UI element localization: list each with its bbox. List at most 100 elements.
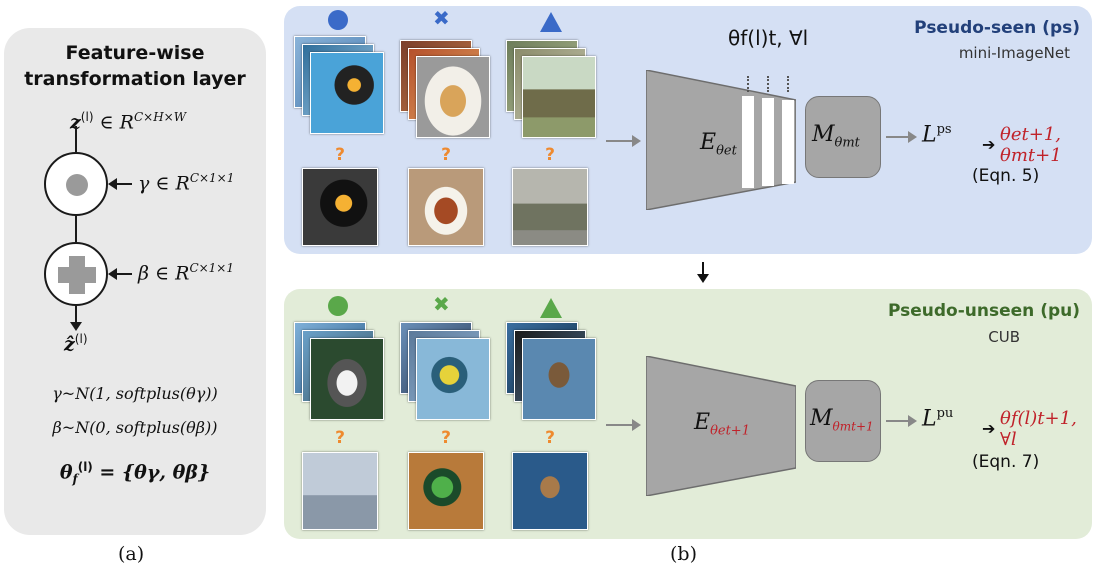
- query-mark: ?: [545, 428, 555, 448]
- ps-encoder-e: E: [700, 130, 717, 155]
- ps-encoder-trapezoid: [646, 70, 796, 210]
- caption-b: (b): [670, 543, 697, 565]
- ps-film-layer: [742, 96, 754, 188]
- pu-input-arrow: [606, 424, 634, 426]
- pu-encoder-sub: θet+1: [710, 423, 750, 439]
- toucan-image: [310, 52, 384, 134]
- pu-input-arrow-head-icon: [632, 419, 641, 431]
- grebe-image: [522, 338, 596, 420]
- gamma-arrow-head-icon: [108, 178, 117, 190]
- gamma-dist-text: γ~N(1, softplus(θγ)): [52, 384, 218, 403]
- pu-metric-arrow-head-icon: [908, 415, 917, 427]
- ps-loss-l: L: [922, 122, 937, 148]
- theta-f-sup: (l): [77, 460, 93, 474]
- circle-class-icon: [328, 296, 348, 316]
- cross-class-icon: ✖: [433, 6, 450, 30]
- circle-class-icon: [328, 10, 348, 30]
- ps-metric-arrow-head-icon: [908, 131, 917, 143]
- ps-loss-sup: ps: [936, 122, 952, 137]
- ps-metric-label: Mθmt: [812, 122, 860, 150]
- ps-title: Pseudo-seen (ps): [914, 18, 1080, 38]
- albatross-image: [310, 338, 384, 420]
- ps-update-params: θet+1, θmt+1: [1000, 124, 1062, 166]
- ps-encoder-shape: [646, 70, 796, 210]
- pu-subtitle: CUB: [988, 328, 1020, 346]
- gamma-text: γ ∈ R: [138, 172, 190, 195]
- input-space: ∈ R: [99, 111, 134, 134]
- theta-f-sub: f: [72, 472, 78, 487]
- gamma-sup: C×1×1: [189, 171, 235, 185]
- ps-encoder-sub: θet: [716, 143, 737, 159]
- theta-f-definition: θf(l) = {θγ, θβ}: [4, 460, 266, 486]
- ps-metric-module: [805, 96, 881, 178]
- output-feature-label: ẑ(l): [64, 332, 88, 355]
- multiply-dot-icon: [66, 174, 88, 196]
- output-z-symbol: ẑ: [64, 333, 75, 356]
- gamma-arrow: [112, 183, 132, 185]
- ps-input-arrow: [606, 140, 634, 142]
- input-space-sup: C×H×W: [133, 110, 187, 124]
- theta-f-symbol: θ: [59, 461, 73, 484]
- panel-a-title: Feature-wise transformation layer: [4, 40, 266, 92]
- input-z-sup: (l): [80, 110, 94, 124]
- ps-metric-m: M: [812, 122, 835, 147]
- query-mark: ?: [545, 145, 555, 165]
- pu-metric-m: M: [810, 406, 833, 431]
- pu-metric-module: [805, 380, 881, 462]
- ps-metric-arrow: [886, 136, 910, 138]
- panel-a-title-line1: Feature-wise: [65, 42, 205, 64]
- ps-support-stack-3: [506, 40, 596, 140]
- query-soup-image: [408, 168, 484, 246]
- output-arrow-icon: [70, 322, 82, 331]
- ps-input-arrow-head-icon: [632, 135, 641, 147]
- flow-line-3: [75, 306, 77, 324]
- pu-encoder-trapezoid: [646, 356, 796, 496]
- query-mark: ?: [441, 428, 451, 448]
- pu-metric-sub: θmt+1: [832, 419, 874, 434]
- beta-arrow-head-icon: [108, 268, 117, 280]
- beta-label: β ∈ RC×1×1: [138, 261, 234, 284]
- beta-distribution: β~N(0, softplus(θβ)): [4, 418, 266, 437]
- ps-film-layer: [782, 100, 794, 184]
- pu-encoder-e: E: [694, 410, 711, 435]
- ps-film-layer: [762, 98, 774, 186]
- ps-subtitle: mini-ImageNet: [958, 44, 1070, 62]
- input-z-symbol: z: [70, 111, 81, 134]
- pu-metric-arrow: [886, 420, 910, 422]
- multiply-node: [44, 152, 108, 216]
- theta-f-rhs: = {θγ, θβ}: [99, 461, 211, 484]
- ps-loss: Lps: [922, 122, 952, 147]
- pu-metric-label: Mθmt+1: [810, 406, 874, 433]
- beta-dist-text: β~N(0, softplus(θβ)): [52, 418, 218, 437]
- feature-transform-panel: Feature-wise transformation layer z(l) ∈…: [4, 28, 266, 535]
- query-mark: ?: [335, 428, 345, 448]
- query-mark: ?: [335, 145, 345, 165]
- ps-update-arrow-icon: ➔: [982, 135, 996, 154]
- pu-title: Pseudo-unseen (pu): [887, 301, 1080, 321]
- cross-class-icon: ✖: [433, 292, 450, 316]
- input-feature-label: z(l) ∈ RC×H×W: [70, 110, 186, 133]
- caption-a: (a): [118, 543, 145, 565]
- pu-update-params: θf(l)t+1, ∀l: [1000, 408, 1077, 450]
- gamma-label: γ ∈ RC×1×1: [138, 171, 234, 194]
- dish-image: [416, 56, 490, 138]
- pu-support-stack-1: [294, 322, 384, 422]
- pu-eqn-ref: (Eqn. 7): [972, 452, 1040, 472]
- jay-image: [416, 338, 490, 420]
- plus-icon-h: [58, 267, 96, 283]
- pu-support-stack-2: [400, 322, 490, 422]
- query-toucan-image: [302, 168, 378, 246]
- triangle-class-icon: [540, 298, 562, 318]
- ps-theta-arrow: [787, 76, 789, 92]
- flow-line-2: [75, 216, 77, 242]
- query-jay-image: [408, 452, 484, 530]
- ps-encoder-label: Eθet: [700, 130, 737, 158]
- query-mark: ?: [441, 145, 451, 165]
- flow-line-1: [75, 126, 77, 152]
- transition-arrow: [702, 262, 704, 276]
- gamma-distribution: γ~N(1, softplus(θγ)): [4, 384, 266, 403]
- ps-theta-arrow: [747, 76, 749, 92]
- pu-support-stack-3: [506, 322, 596, 422]
- add-node: [44, 242, 108, 306]
- pu-loss: Lpu: [922, 406, 953, 431]
